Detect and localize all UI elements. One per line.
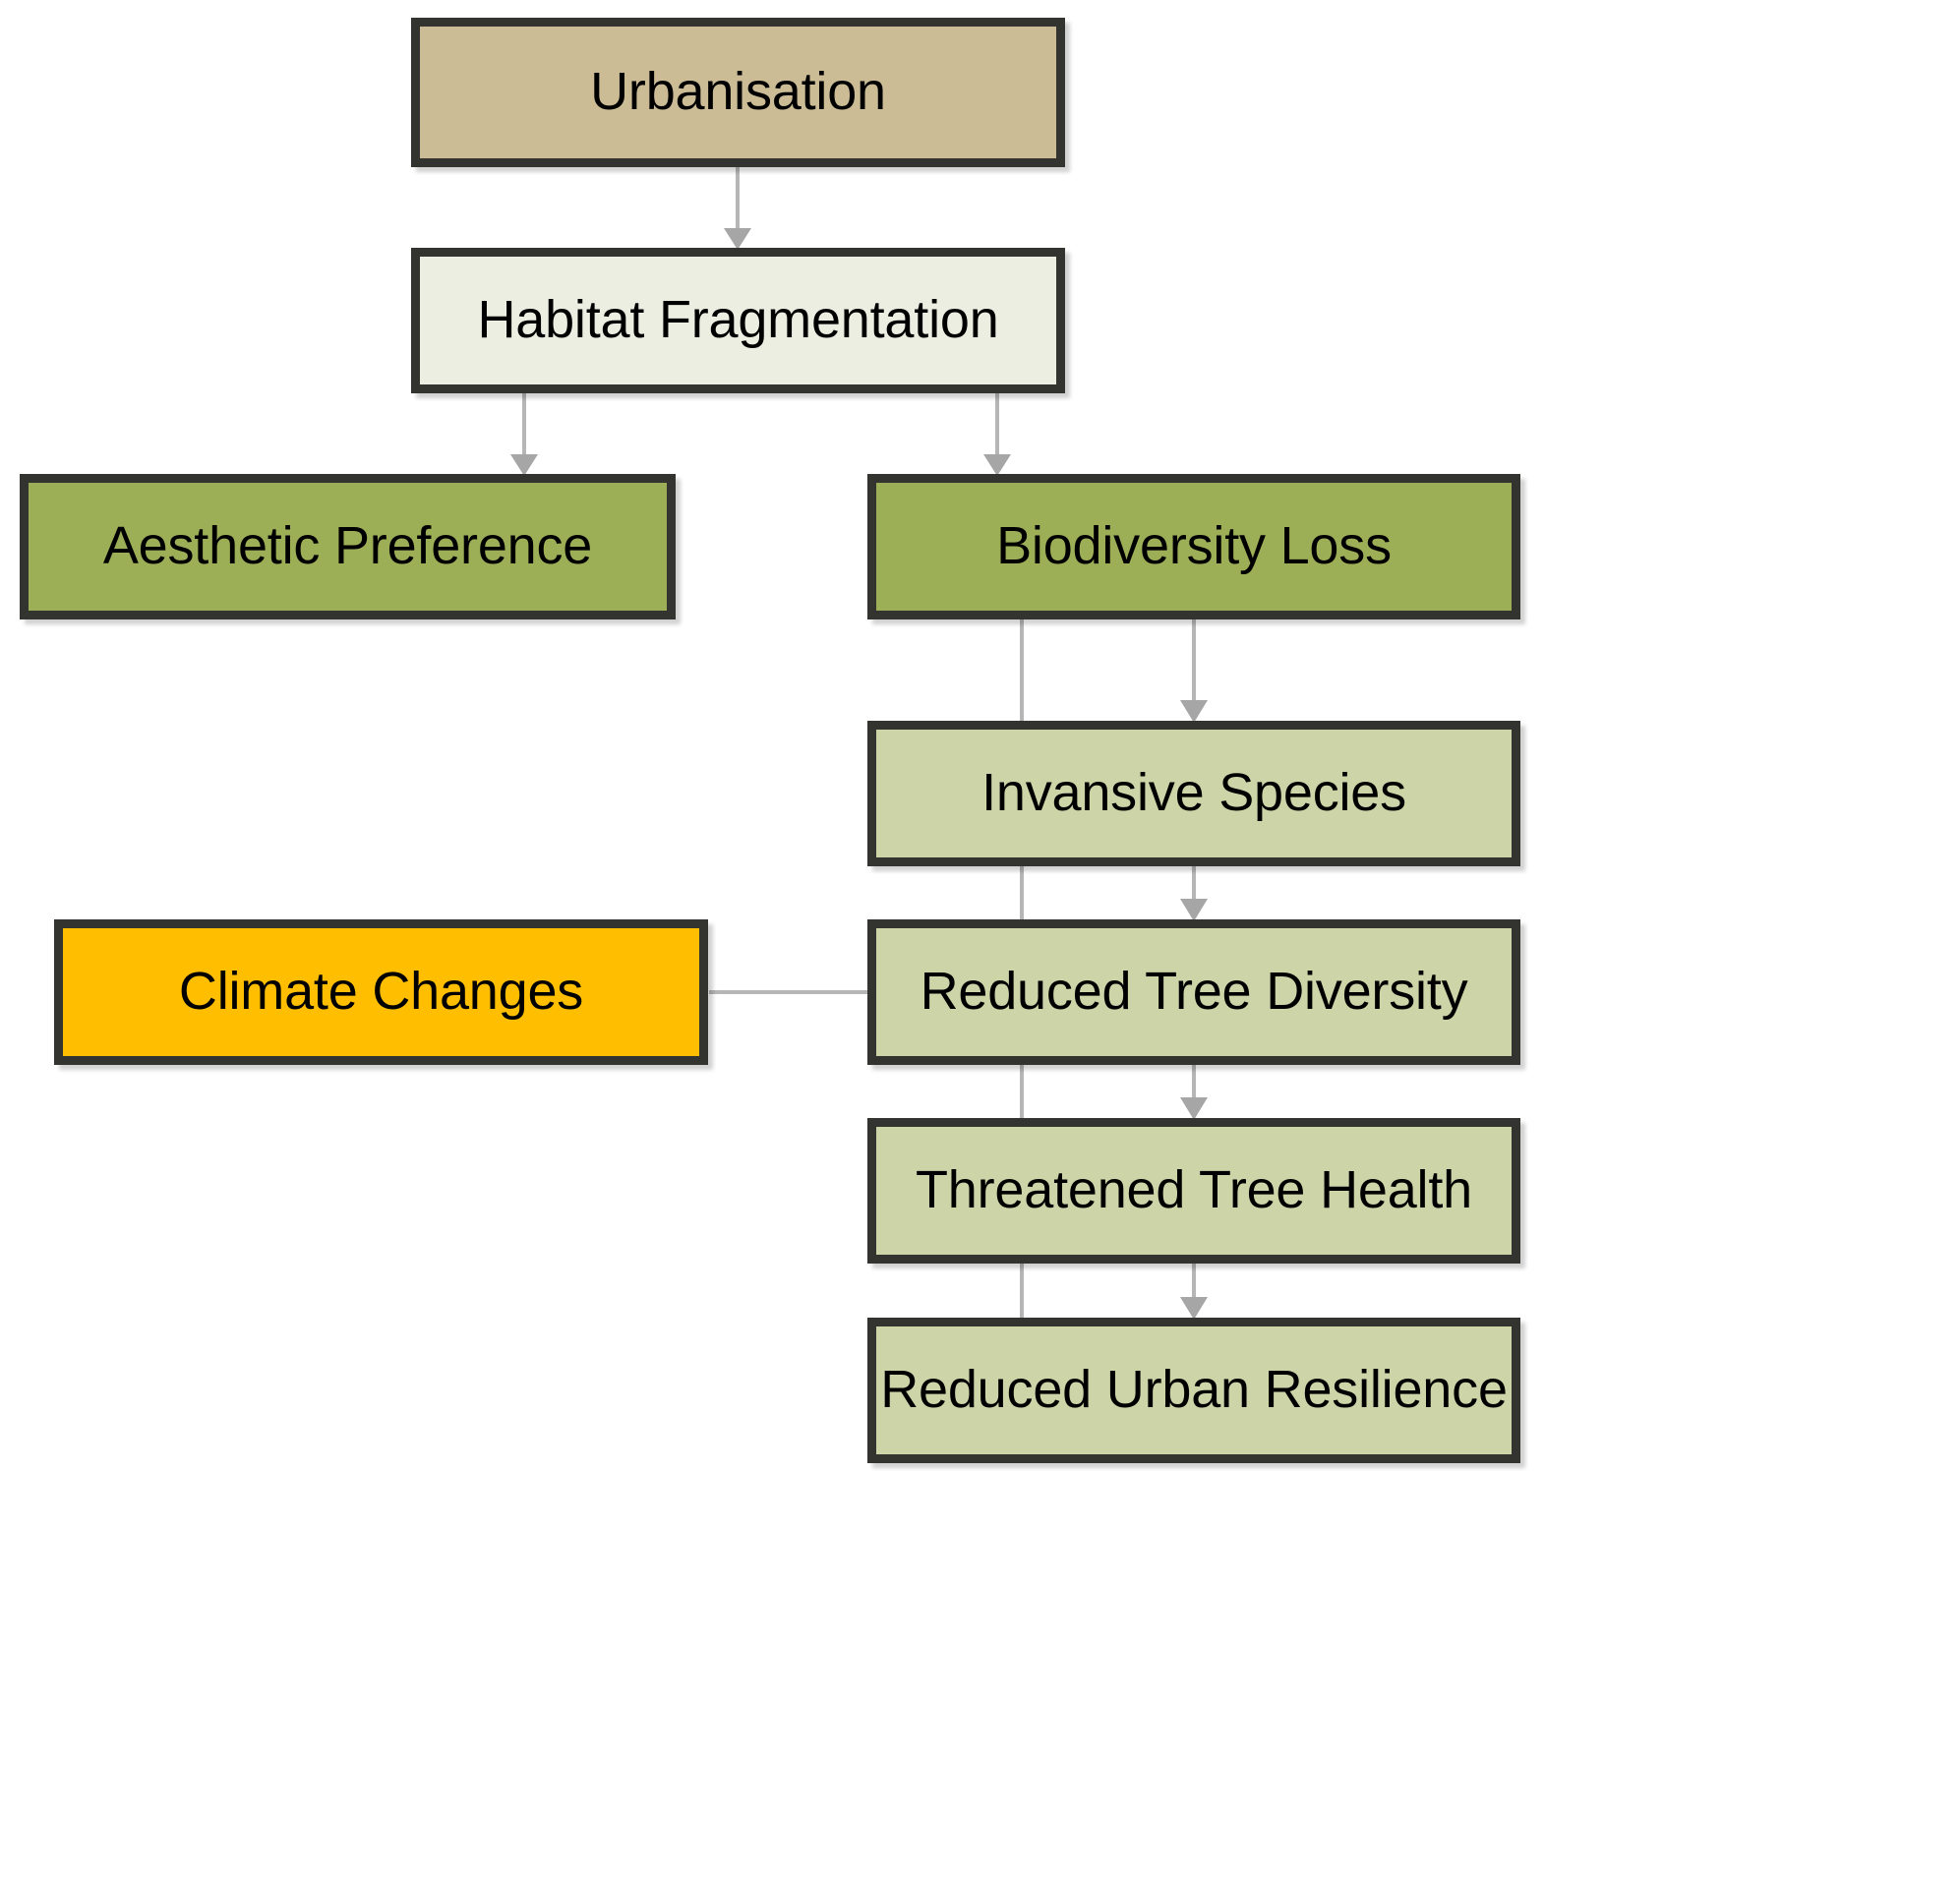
node-label-threatened-tree-health: Threatened Tree Health <box>916 1160 1472 1220</box>
edge-urbanisation-to-habitat-fragmentation <box>724 167 751 250</box>
edge-threatened-tree-health-to-reduced-urban-resilience <box>1180 1264 1208 1320</box>
node-biodiversity-loss[interactable]: Biodiversity Loss <box>867 474 1520 619</box>
edge-habitat-fragmentation-to-aesthetic-preference <box>510 393 538 476</box>
edge-habitat-fragmentation-to-biodiversity-loss <box>983 393 1011 476</box>
node-label-urbanisation: Urbanisation <box>590 62 886 122</box>
edge-biodiversity-loss-to-invansive-species <box>1180 619 1208 723</box>
node-reduced-urban-resilience[interactable]: Reduced Urban Resilience <box>867 1318 1520 1463</box>
node-urbanisation[interactable]: Urbanisation <box>411 18 1065 167</box>
node-reduced-tree-diversity[interactable]: Reduced Tree Diversity <box>867 919 1520 1065</box>
node-label-climate-changes: Climate Changes <box>178 962 584 1022</box>
node-label-habitat-fragmentation: Habitat Fragmentation <box>477 290 999 350</box>
node-habitat-fragmentation[interactable]: Habitat Fragmentation <box>411 248 1065 393</box>
node-label-aesthetic-preference: Aesthetic Preference <box>102 516 593 576</box>
node-label-reduced-tree-diversity: Reduced Tree Diversity <box>920 962 1468 1022</box>
edge-reduced-tree-diversity-to-threatened-tree-health <box>1180 1065 1208 1120</box>
node-label-reduced-urban-resilience: Reduced Urban Resilience <box>880 1360 1508 1420</box>
node-climate-changes[interactable]: Climate Changes <box>54 919 708 1065</box>
node-threatened-tree-health[interactable]: Threatened Tree Health <box>867 1118 1520 1264</box>
edge-invansive-species-to-reduced-tree-diversity <box>1180 866 1208 921</box>
node-aesthetic-preference[interactable]: Aesthetic Preference <box>20 474 676 619</box>
node-invansive-species[interactable]: Invansive Species <box>867 721 1520 866</box>
node-label-invansive-species: Invansive Species <box>981 763 1406 823</box>
node-label-biodiversity-loss: Biodiversity Loss <box>996 516 1392 576</box>
